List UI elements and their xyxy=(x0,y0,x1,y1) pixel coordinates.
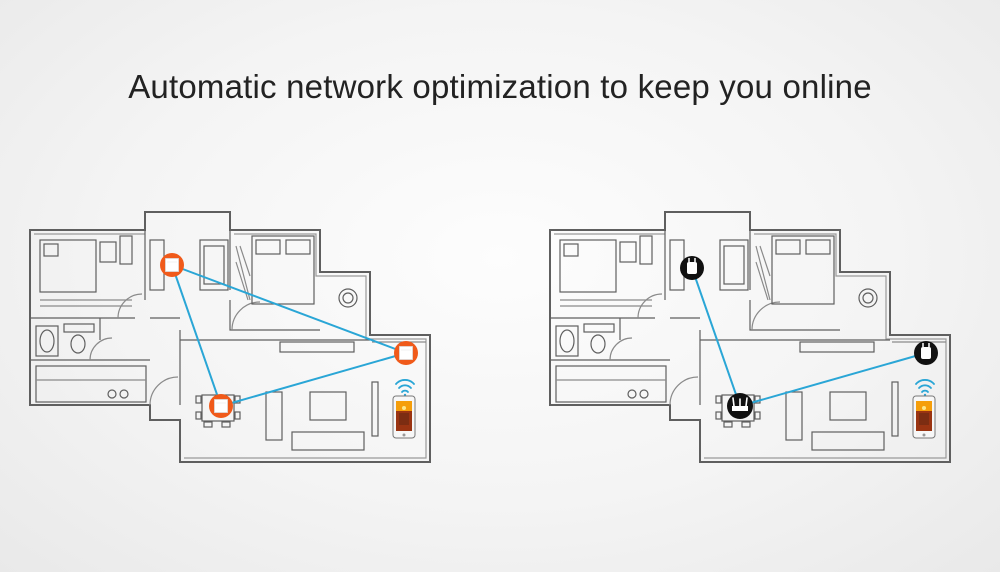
wifi-icon xyxy=(395,379,415,398)
mesh-node-icon xyxy=(393,340,419,366)
link-bedroom-dining xyxy=(171,264,222,407)
mesh-node-icon xyxy=(159,252,185,278)
extender-icon xyxy=(913,340,939,366)
mesh-node-icon xyxy=(208,393,234,419)
link-bedroom-balcony xyxy=(171,264,407,354)
mesh-links xyxy=(171,264,407,407)
link-extender-router xyxy=(691,267,741,407)
floorplan-walls-right xyxy=(549,211,951,463)
link-dining-balcony xyxy=(220,352,407,407)
extender-icon xyxy=(679,255,705,281)
smartphone-icon xyxy=(912,395,936,439)
floorplan-left xyxy=(29,211,431,463)
headline: Automatic network optimization to keep y… xyxy=(128,68,872,105)
link-router-extender xyxy=(739,352,927,407)
floorplan-walls-left xyxy=(29,211,431,463)
floorplan-right xyxy=(549,211,951,463)
router-icon xyxy=(726,392,754,420)
extender-links xyxy=(691,267,927,407)
wifi-icon xyxy=(915,379,935,398)
smartphone-icon xyxy=(392,395,416,439)
